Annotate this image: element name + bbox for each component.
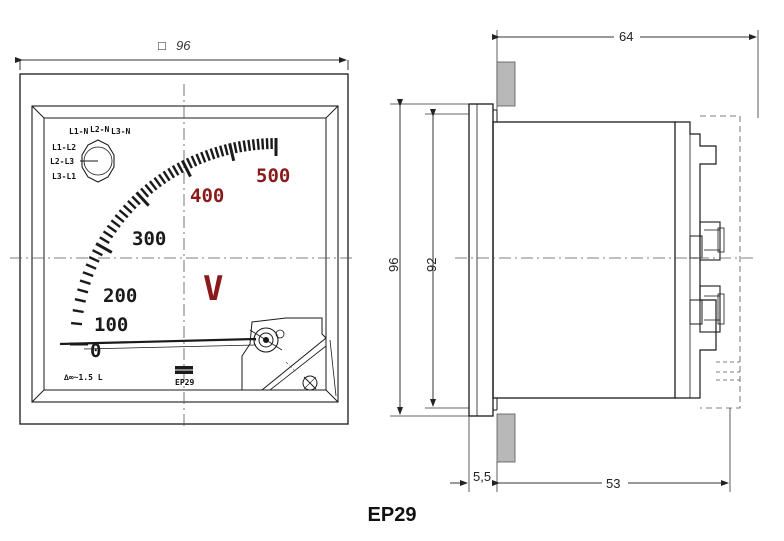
front-bezel-inner [31,105,339,403]
scale-label-0: 0 [90,340,101,362]
depth-dimension-64: 64 [492,27,759,118]
scale-label-400: 400 [190,185,224,207]
side-bezel [468,103,494,417]
pointer-needle [59,337,257,346]
switch-label-l3-l1: L3-L1 [52,172,76,181]
front-dial-window [43,117,327,391]
switch-label-l3-n: L3-N [111,127,130,136]
depth-label: 64 [619,29,633,44]
scale-tick-minor [92,249,103,257]
unit-label: V [203,269,223,309]
scale-tick-minor [85,263,97,270]
side-view: 64 [386,27,759,492]
scale-label-500: 500 [256,165,290,187]
scale-tick-major [180,159,192,178]
scale-tick-minor [99,236,110,245]
scale-tick-major [95,242,113,254]
scale-tick-minor [148,180,158,191]
scale-tick-minor [70,321,83,326]
scale-tick-minor [261,138,265,150]
scale-tick-minor [185,157,193,169]
mounting-panel-bottom [496,413,516,463]
scale-ticks [70,138,278,346]
height-dimension-96: 96 [386,99,469,417]
height-outer-label: 96 [386,258,401,272]
scale-tick-minor [251,139,256,151]
scale-tick-minor [88,256,100,263]
dial-model-label: EP29 [175,378,194,387]
scale-tick-minor [122,204,133,214]
scale-tick-minor [118,209,129,219]
scale-tick-minor [200,151,207,163]
scale-tick-minor [219,145,225,157]
scale-tick-minor [237,141,243,153]
bottom-dimensions: 5,5 53 [450,408,731,492]
scale-tick-minor [242,140,247,152]
scale-tick-minor [223,144,229,156]
scale-tick-minor [77,288,89,294]
scale-tick-minor [158,173,167,185]
scale-tick-minor [74,298,86,303]
mounting-clamp-outline [700,115,741,409]
scale-tick-minor [106,224,118,233]
scale-tick-minor [233,142,238,154]
scale-tick-minor [176,162,184,174]
mounting-panel-top [496,61,516,107]
square-symbol: □ [158,38,166,53]
scale-tick-minor [195,153,202,165]
scale-tick-minor [127,199,137,210]
phase-selector-switch: L1-N L2-N L3-N L1-L2 L2-L3 L3-L1 [50,125,130,183]
scale-tick-minor [167,167,176,179]
terminal-screw-upper-icon [689,221,725,261]
scale-tick-minor [114,214,125,223]
terminal-screw-lower-icon [689,285,725,333]
side-housing [492,121,676,399]
accuracy-class-label: ∆∞~1.5 L [63,373,103,382]
pivot-gear-icon [253,327,279,353]
scale-label-200: 200 [103,285,137,307]
scale-tick-minor [190,155,198,167]
scale-tick-minor [204,149,211,162]
height-dimension-92: 92 [424,109,469,409]
panel-thickness-label: 5,5 [473,469,491,484]
movement-housing [241,317,337,397]
switch-label-l2-n: L2-N [90,125,109,134]
front-view: □ 96 0 100 200 300 400 500 V L1-N [10,38,356,430]
switch-label-l1-n: L1-N [69,127,88,136]
scale-tick-minor [131,195,141,206]
scale-tick-minor [209,148,216,160]
switch-label-l2-l3: L2-L3 [50,157,74,166]
scale-tick-minor [82,271,94,278]
scale-label-100: 100 [94,314,128,336]
scale-tick-minor [256,138,260,150]
height-inner-label: 92 [424,258,439,272]
body-depth-label: 53 [606,476,620,491]
scale-tick-minor [102,230,114,239]
scale-tick-minor [153,176,162,188]
zero-adjust-screw-icon [302,375,318,391]
scale-tick-minor [265,138,269,150]
front-width-label: 96 [176,38,191,53]
scale-label-300: 300 [132,228,166,250]
scale-tick-minor [171,165,180,176]
scale-tick-minor [140,187,150,198]
scale-tick-minor [214,146,220,158]
scale-tick-major [228,142,236,162]
rear-terminal-block [675,121,717,399]
scale-tick-minor [72,309,84,314]
front-width-dimension: □ 96 [15,38,349,70]
scale-tick-minor [247,139,252,151]
scale-tick-minor [110,219,121,228]
scale-tick-minor [144,183,154,194]
model-caption: EP29 [367,504,417,526]
switch-label-l1-l2: L1-L2 [52,143,76,152]
scale-tick-minor [162,170,171,182]
scale-tick-major [135,191,150,207]
scale-tick-minor [79,279,91,286]
